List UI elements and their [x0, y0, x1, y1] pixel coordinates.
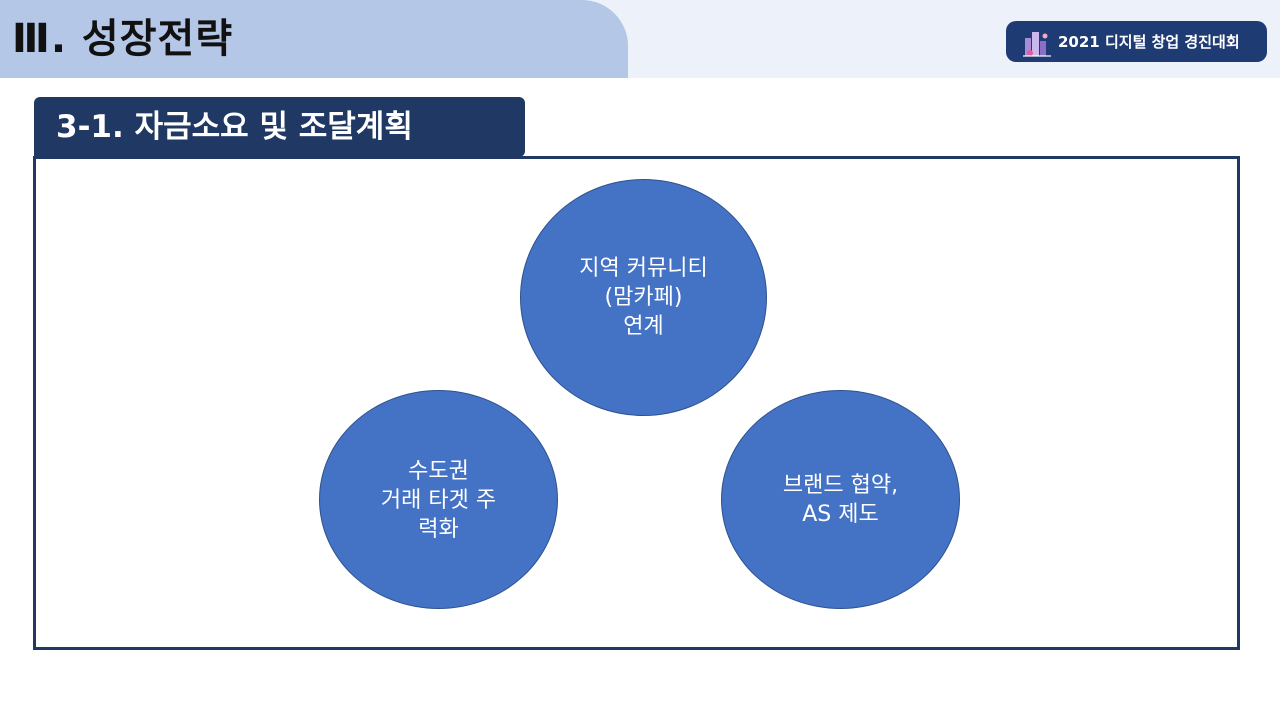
section-title: Ⅲ. 성장전략	[12, 16, 234, 62]
strategy-circle-community: 지역 커뮤니티 (맘카페) 연계	[520, 179, 767, 416]
strategy-circle-capital-area: 수도권 거래 타겟 주 력화	[319, 390, 558, 609]
header-tab: Ⅲ. 성장전략	[0, 0, 628, 78]
strategy-circle-brand-partnership: 브랜드 협약, AS 제도	[721, 390, 960, 609]
circle-label: 수도권 거래 타겟 주 력화	[380, 459, 497, 542]
city-skyline-logo-icon	[1020, 25, 1054, 59]
subheading-title: 3-1. 자금소요 및 조달계획	[56, 109, 413, 145]
circle-label: 브랜드 협약, AS 제도	[782, 472, 899, 527]
circle-label: 지역 커뮤니티 (맘카페) 연계	[579, 256, 708, 339]
badge-text: 2021 디지털 창업 경진대회	[1058, 33, 1240, 51]
content-frame: 지역 커뮤니티 (맘카페) 연계 수도권 거래 타겟 주 력화 브랜드 협약, …	[33, 156, 1240, 650]
subheading-tab: 3-1. 자금소요 및 조달계획	[34, 97, 525, 157]
contest-badge: 2021 디지털 창업 경진대회	[1006, 21, 1267, 62]
